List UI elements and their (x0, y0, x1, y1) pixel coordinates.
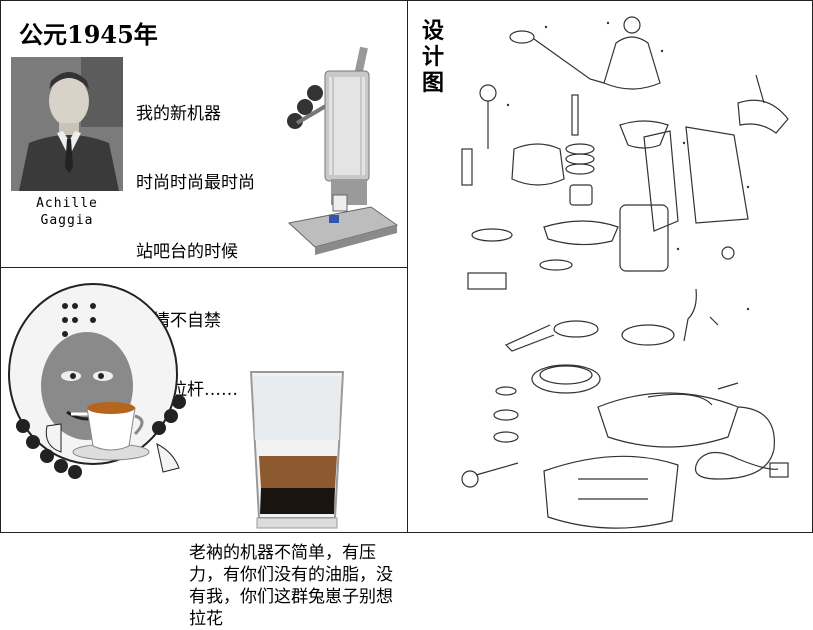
meme-face-with-coffee-image (8, 283, 186, 479)
panel-1945: 公元1945年 Achille Gaggia 我的新机器 时尚时尚最时尚 站吧台… (0, 0, 408, 400)
portrait-illustration (11, 57, 123, 191)
latte-glass-image (249, 371, 345, 529)
exploded-parts-diagram-image (461, 16, 789, 529)
year-heading: 公元1945年 (19, 20, 158, 49)
poem-line: 时尚时尚最时尚 (136, 173, 255, 193)
blueprint-title: 设计图 (422, 19, 445, 96)
portrait-caption: Achille Gaggia (11, 195, 123, 229)
lever-espresso-machine-image (287, 46, 399, 255)
caption-last-name: Gaggia (40, 213, 94, 228)
panel-meme: 老衲的机器不简单，有压力，有你们没有的油脂，没有我，你们这群兔崽子别想拉花 (0, 267, 408, 629)
poem-line: 站吧台的时候 (136, 242, 238, 262)
caption-first-name: Achille (36, 196, 98, 211)
meme-quote-text: 老衲的机器不简单，有压力，有你们没有的油脂，没有我，你们这群兔崽子别想拉花 (189, 543, 393, 629)
portrait-photo (11, 57, 123, 191)
panel-blueprint: 设计图 (407, 0, 813, 533)
poem-line: 我的新机器 (136, 104, 221, 124)
